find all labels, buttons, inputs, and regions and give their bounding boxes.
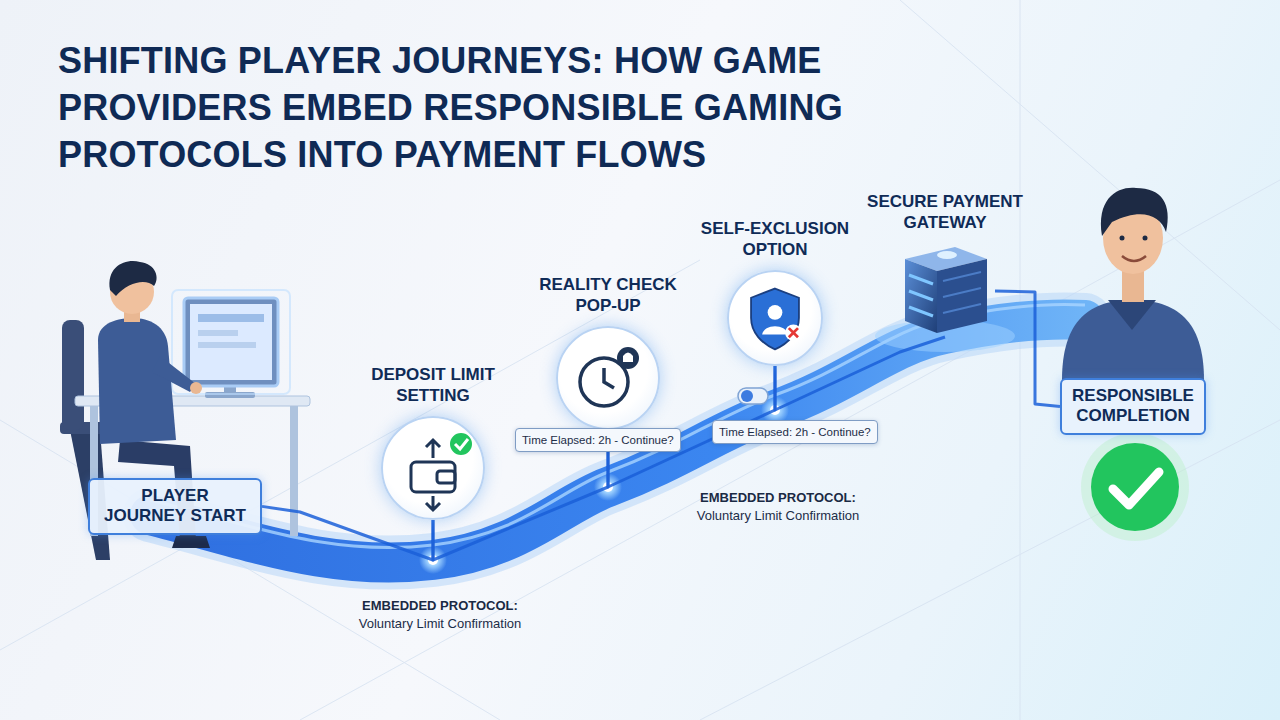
- player-at-desk: [109, 261, 156, 296]
- shield-icon: [768, 305, 783, 320]
- happy-player: [1122, 270, 1144, 302]
- clock-icon: [623, 353, 633, 363]
- server-icon: [937, 259, 987, 333]
- happy-player: [1120, 236, 1125, 241]
- happy-player: [1143, 236, 1148, 241]
- node-label: Time Elapsed: 2h - Continue?: [719, 426, 871, 438]
- step-circle: DEPOSIT LIMIT SETTING: [381, 416, 485, 520]
- popup-box: Time Elapsed: 2h - Continue?: [515, 428, 681, 452]
- protocol-note: Voluntary Limit Confirmation: [697, 508, 860, 523]
- toggle-switch: [738, 388, 768, 404]
- icon: [895, 245, 995, 337]
- popup-box: Time Elapsed: 2h - Continue?: [712, 420, 878, 444]
- player-at-desk: [184, 298, 278, 386]
- player-at-desk: [172, 536, 210, 548]
- player-at-desk: [290, 406, 298, 536]
- happy-player: [1062, 300, 1204, 380]
- wallet-icon: [383, 418, 483, 518]
- clock-icon: [558, 328, 658, 428]
- toggle-switch: [738, 388, 768, 404]
- node-label: RESPONSIBLE COMPLETION: [1070, 386, 1196, 427]
- stage-box: RESPONSIBLE COMPLETION: [1060, 378, 1206, 435]
- completion-check: [1081, 433, 1189, 541]
- server-icon: [909, 275, 933, 316]
- background-grid: [300, 180, 1280, 720]
- clock-icon: [617, 347, 639, 369]
- player-at-desk: [198, 314, 264, 322]
- step-circle: REALITY CHECK POP-UP: [556, 326, 660, 430]
- gateway-server: SECURE PAYMENT GATEWAY: [895, 245, 995, 337]
- wallet-icon: [411, 462, 455, 492]
- completion-check: [1081, 433, 1189, 541]
- pin-dots: [594, 473, 622, 501]
- background-grid: [0, 260, 700, 650]
- happy-player: [1122, 256, 1146, 261]
- wallet-icon: [426, 496, 440, 510]
- player-at-desk: [190, 382, 202, 394]
- wallet-icon: [455, 439, 468, 449]
- shield-icon: [785, 324, 802, 341]
- step-heading: SELF-EXCLUSION OPTION: [695, 219, 855, 260]
- pin-dots: [603, 482, 613, 492]
- journey-connector: [995, 291, 1060, 406]
- wallet-icon: [449, 432, 473, 456]
- server-icon: [905, 259, 937, 333]
- clock-icon: [604, 368, 614, 388]
- player-at-desk: [62, 320, 84, 430]
- shield-icon: [789, 328, 798, 337]
- icon: [729, 272, 821, 364]
- completion-check: [1113, 472, 1159, 505]
- background-grid: [700, 420, 1280, 720]
- pin-dots: [419, 546, 447, 574]
- completion-check: [1091, 443, 1179, 531]
- player-at-desk: [152, 356, 196, 392]
- diagram-title: SHIFTING PLAYER JOURNEYS: HOW GAME PROVI…: [58, 38, 898, 178]
- player-at-desk: [60, 261, 310, 560]
- server-icon: [943, 272, 981, 313]
- icon: [383, 418, 483, 518]
- node-label: Time Elapsed: 2h - Continue?: [522, 434, 674, 446]
- wallet-icon: [437, 471, 455, 483]
- step-heading: DEPOSIT LIMIT SETTING: [358, 365, 508, 406]
- server-icon: [937, 251, 957, 259]
- player-at-desk: [198, 342, 256, 348]
- happy-player: [1101, 188, 1168, 236]
- happy-player: [1062, 188, 1204, 380]
- server-icon: [895, 245, 995, 337]
- player-at-desk: [190, 304, 272, 380]
- wallet-icon: [426, 440, 440, 458]
- player-at-desk: [198, 330, 238, 336]
- pin-dots: [770, 405, 780, 415]
- icon: [558, 328, 658, 428]
- stage-box: PLAYER JOURNEY START: [88, 478, 262, 535]
- shield-icon: [729, 272, 821, 364]
- step-heading: SECURE PAYMENT GATEWAY: [858, 192, 1033, 233]
- journey-connector: [262, 506, 433, 560]
- protocol-caption: EMBEDDED PROTOCOL:: [700, 490, 856, 505]
- toggle-switch: [741, 390, 753, 402]
- step-heading: REALITY CHECK POP-UP: [528, 275, 688, 316]
- player-at-desk: [172, 290, 290, 394]
- shield-icon: [762, 326, 788, 334]
- happy-player: [1108, 300, 1156, 330]
- node-label: PLAYER JOURNEY START: [98, 486, 252, 527]
- protocol-note: Voluntary Limit Confirmation: [359, 616, 522, 631]
- player-at-desk: [98, 318, 176, 444]
- background-grid: [1020, 0, 1021, 720]
- protocol-caption: EMBEDDED PROTOCOL:: [362, 598, 518, 613]
- step-circle: SELF-EXCLUSION OPTION: [727, 270, 823, 366]
- pin-dots: [428, 555, 438, 565]
